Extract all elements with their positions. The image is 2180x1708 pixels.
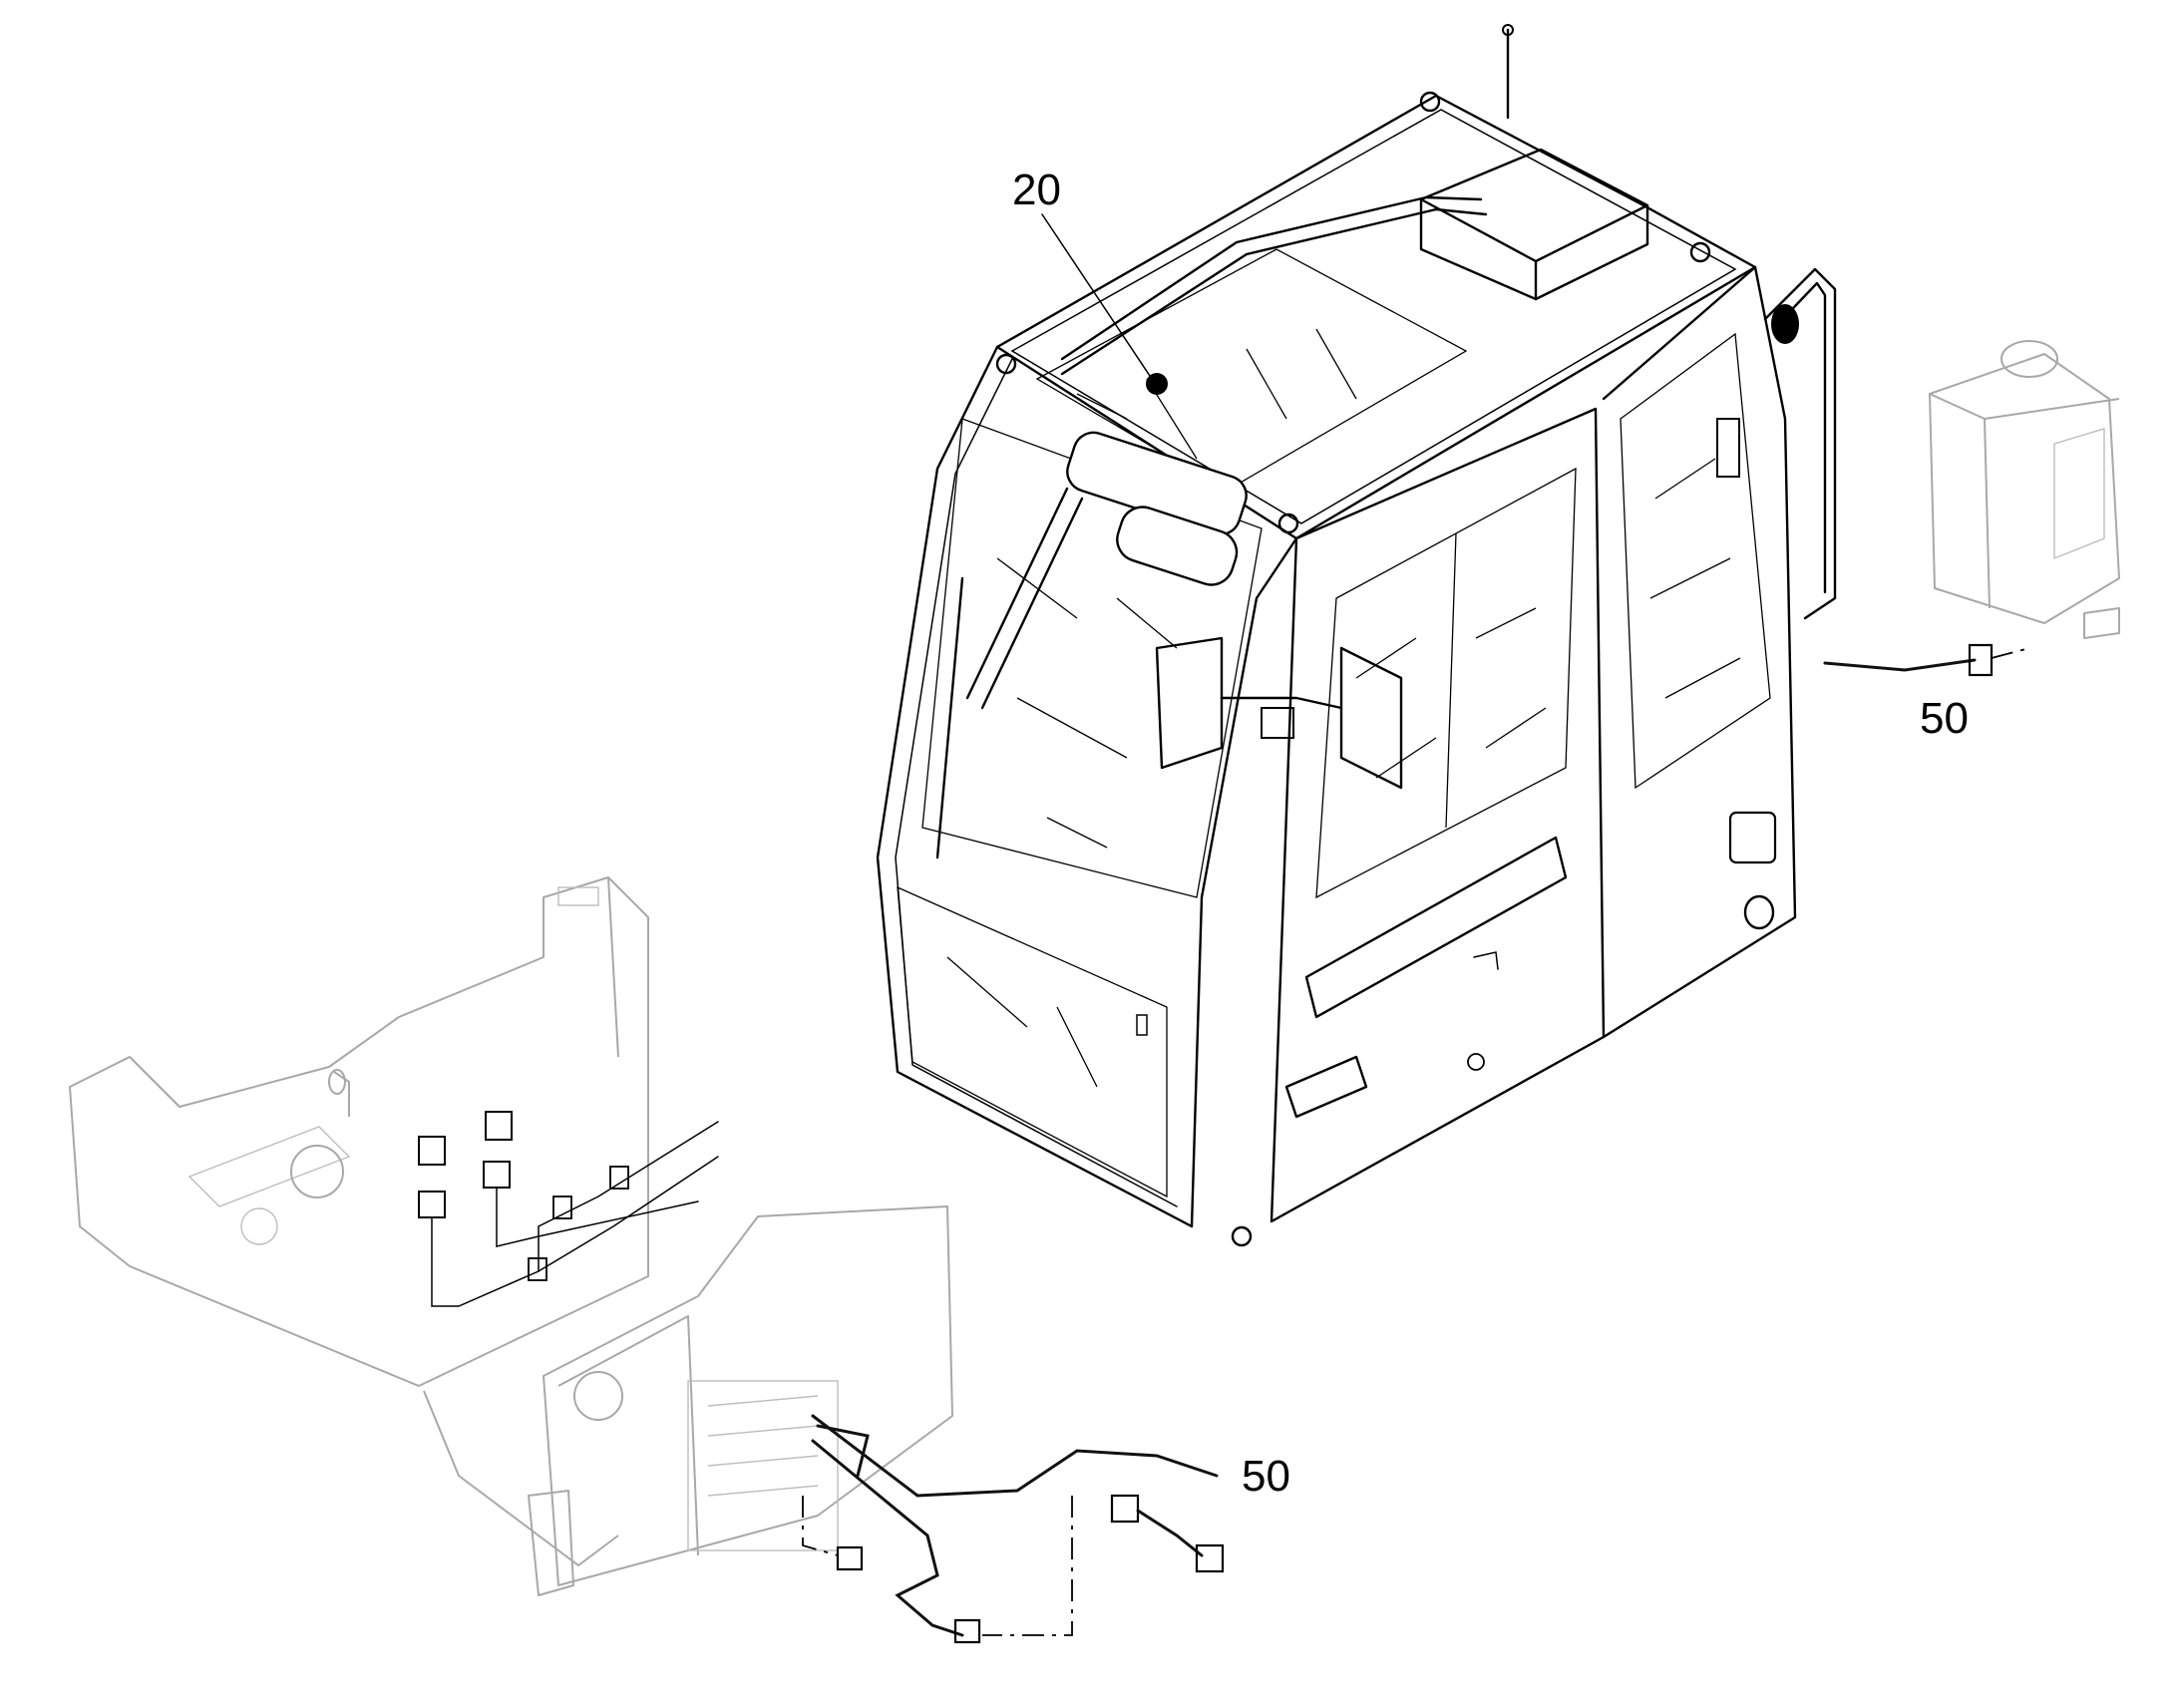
callout-50-upper: 50 (1920, 694, 1969, 743)
side-grille (1728, 811, 1777, 864)
grab-handle (1763, 267, 1837, 620)
callout-20: 20 (1012, 166, 1168, 395)
console-harness (418, 1111, 719, 1307)
harness-50-upper (1823, 643, 2030, 677)
cab-rear-side (1602, 265, 1797, 1039)
callout-label-20: 20 (1012, 166, 1061, 214)
operator-cab (876, 24, 1837, 1247)
front-right-pillar (1190, 536, 1298, 1228)
cab-roof (995, 94, 1757, 540)
harness-50-lower (802, 1414, 1225, 1644)
callout-label-50-upper: 50 (1920, 694, 1969, 743)
leader-line-20 (1041, 213, 1155, 383)
callout-50-lower: 50 (1242, 1452, 1290, 1501)
work-lamp (1116, 506, 1239, 586)
mirror-left (1155, 636, 1224, 770)
front-wiper-blade (935, 576, 964, 859)
callout-dot-20 (1146, 373, 1168, 395)
rear-side-window (1620, 332, 1771, 790)
operator-console (69, 876, 953, 1596)
front-left-pillar (876, 345, 1194, 1228)
callout-label-50-lower: 50 (1242, 1452, 1290, 1501)
washer-tank (1929, 340, 2120, 639)
lower-front-window (897, 885, 1168, 1198)
door-window (1315, 467, 1577, 899)
door-handle (1284, 1055, 1368, 1119)
roof-unit (1419, 148, 1649, 263)
front-wiper-arm (965, 487, 1084, 710)
roof-wiper-arm (1060, 207, 1488, 376)
mirror-right (1339, 646, 1403, 790)
